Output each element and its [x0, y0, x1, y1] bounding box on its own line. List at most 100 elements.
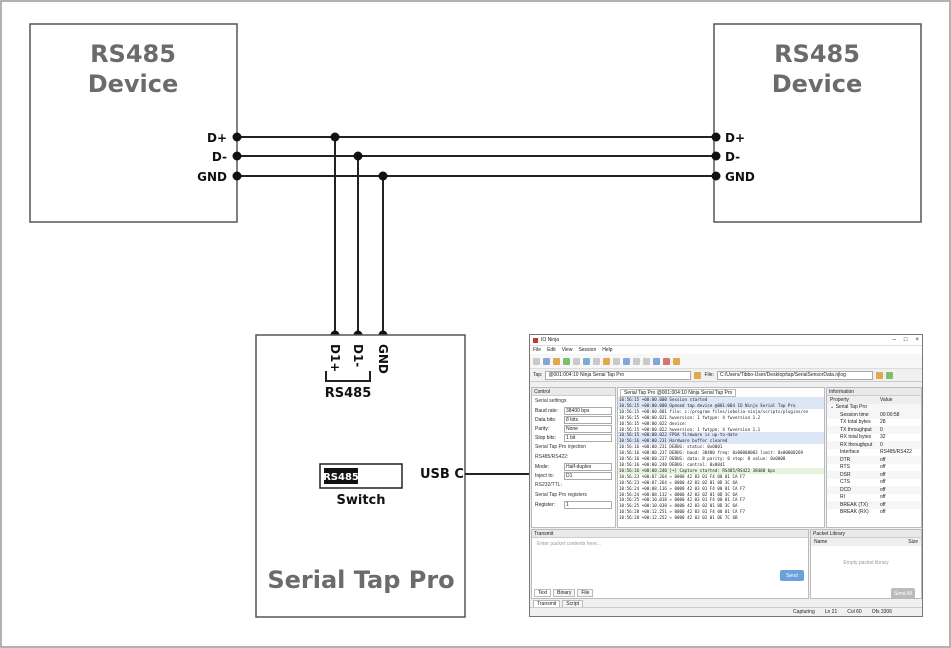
control-row-select[interactable]: 8 bits [564, 415, 612, 424]
log-line: 10:56:15 +00:00.021 hwversion: 1 fwtype:… [619, 414, 761, 420]
maximize-icon[interactable]: □ [903, 337, 908, 343]
switch-label: Switch [336, 493, 385, 508]
packet-library-panel: Packet Library Name Size Empty packet li… [810, 529, 922, 599]
play-icon[interactable] [885, 371, 893, 379]
control-row-label: Stop bits: [535, 434, 556, 441]
tab-file[interactable]: File [577, 589, 594, 597]
info-row: BREAK (TX)off [827, 501, 921, 509]
app-menubar: File Edit View Session Help [530, 346, 922, 354]
app-toolbar [530, 354, 922, 369]
send-all-button[interactable]: Send All [891, 588, 915, 598]
connect-icon[interactable] [543, 357, 550, 365]
tab-text[interactable]: Text [534, 589, 552, 597]
serial-settings-heading: Serial settings [535, 398, 567, 404]
dot-right-gnd [711, 171, 721, 181]
library-header: Packet Library [811, 530, 921, 538]
injection-heading[interactable]: Serial Tap Pro injection [535, 444, 587, 450]
terminal-icon[interactable] [623, 357, 630, 365]
log-view[interactable]: 10:56:15 +00:00.000 Session started 10:56… [618, 397, 824, 521]
status-line: Ln 21 [824, 609, 838, 615]
info-property: CTS [840, 479, 850, 486]
log-line: 10:56:16 +00:00.237 DEBUG: baud: 38400 f… [619, 450, 804, 456]
log-line: 10:56:15 +00:00.000 Session started [618, 397, 824, 403]
control-row-select[interactable]: 1 bit [564, 433, 612, 442]
menu-item-file[interactable]: File [533, 347, 542, 353]
log-line: 10:56:16 +00:00.240 [+] Capture started:… [618, 467, 824, 474]
tap-pin-d1m: D1- [351, 344, 365, 367]
right-device-title-line1: RS485 [774, 40, 860, 68]
close-icon[interactable]: × [915, 337, 919, 343]
status-state: Capturing [793, 609, 815, 615]
left-pin-dminus: D- [212, 150, 227, 164]
info-property: BREAK (RX) [840, 509, 869, 516]
minimize-icon[interactable]: – [892, 337, 896, 343]
rs485-bracket [325, 371, 371, 382]
options-icon[interactable] [613, 357, 620, 365]
log-line: 10:56:28 +00:12.251 » 0000 42 03 01 F4 0… [619, 509, 746, 515]
tab-serial-tap[interactable]: Serial Tap Pro @001:004:10 Ninja Serial … [620, 389, 737, 397]
menu-item-help[interactable]: Help [602, 347, 613, 353]
status-col: Col 60 [847, 609, 862, 615]
capture-icon[interactable] [694, 371, 702, 379]
control-row-select[interactable]: 38400 bps [564, 406, 612, 415]
chevron-down-icon[interactable]: ⌄ [830, 404, 835, 411]
info-property: TX throughput [840, 426, 872, 433]
control-row-select[interactable]: D1 [564, 471, 612, 480]
info-value: 00:00:58 [880, 411, 900, 418]
menu-item-edit[interactable]: Edit [547, 347, 556, 353]
info-group-label: Serial Tap Pro [835, 404, 867, 411]
info-property: DTR [840, 456, 851, 463]
dot-left-dplus [232, 132, 242, 142]
view-text-icon[interactable] [653, 357, 660, 365]
find-icon[interactable] [583, 357, 590, 365]
transmit-header: Transmit [532, 530, 808, 538]
register-input[interactable]: 1 [564, 500, 612, 509]
file-path-input[interactable]: C:/Users/Tibbo-User/Desktop/tap/SerialSe… [716, 370, 873, 380]
view-hex-icon[interactable] [643, 357, 650, 365]
library-columns: Name Size [811, 538, 921, 546]
tap-select[interactable]: @001:004:10 Ninja Serial Tap Pro [545, 370, 692, 380]
folder-icon[interactable] [875, 371, 883, 379]
left-device-box [29, 23, 238, 223]
info-value: off [880, 464, 886, 471]
open-log-icon[interactable] [553, 357, 560, 365]
info-property: BREAK (TX) [840, 501, 869, 508]
io-ninja-window: IO Ninja – □ × File Edit View Session Help T… [529, 334, 923, 617]
control-row: Data bits:8 bits [532, 415, 615, 424]
menu-item-session[interactable]: Session [578, 347, 597, 353]
new-session-icon[interactable] [533, 357, 540, 365]
bookmark-icon[interactable] [663, 357, 670, 365]
library-col-name: Name [814, 539, 828, 545]
send-button[interactable]: Send [780, 570, 804, 581]
dot-junction-dminus [353, 151, 363, 161]
clear-icon[interactable] [593, 357, 600, 365]
registers-heading: Serial Tap Pro registers [535, 492, 587, 498]
copy-icon[interactable] [573, 357, 580, 365]
transmit-input[interactable]: Enter packet contents here... [537, 541, 601, 547]
log-line: 10:56:25 +00:10.018 » 0000 42 03 01 F4 0… [619, 497, 746, 503]
control-row-label: Mode: [535, 463, 549, 470]
log-line: 10:56:15 +00:00.022 FPGA firmware is up-… [618, 432, 824, 439]
info-value: off [880, 486, 886, 493]
plugin-icon[interactable] [673, 357, 680, 365]
tap-pin-d1p: D1+ [328, 344, 342, 372]
control-row-select[interactable]: Half-duplex [564, 462, 612, 471]
menu-item-view[interactable]: View [561, 347, 573, 353]
tab-binary[interactable]: Binary [553, 589, 576, 597]
layout-icon[interactable] [633, 357, 640, 365]
info-property: DCD [840, 486, 851, 493]
info-group[interactable]: ⌄ Serial Tap Pro [827, 403, 921, 411]
export-icon[interactable] [603, 357, 610, 365]
save-log-icon[interactable] [563, 357, 570, 365]
tap-pin-gnd: GND [376, 344, 390, 374]
app-logo-icon [533, 337, 538, 343]
app-title: IO Ninja [541, 337, 560, 343]
control-row-select[interactable]: None [564, 424, 612, 433]
